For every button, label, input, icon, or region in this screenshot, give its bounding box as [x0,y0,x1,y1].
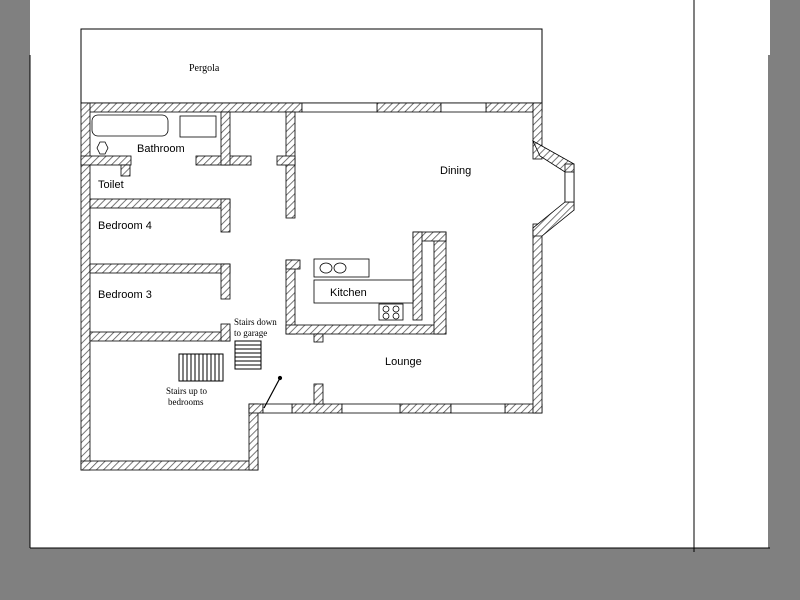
dining-label: Dining [440,165,471,177]
vanity [179,115,217,138]
kitchen-island [313,279,414,304]
toilet-label: Toilet [98,179,124,191]
stairs-up-label-line1: Stairs up to [166,386,208,396]
bathtub [91,114,169,137]
stairs-down-label-line2: to garage [234,328,267,338]
kitchen-label: Kitchen [330,287,367,299]
cooktop [378,303,404,321]
kitchen-fixtures [313,258,414,321]
sink-bowl-left [319,262,333,274]
shower-hexagon [96,141,109,155]
bedroom4-label: Bedroom 4 [98,220,152,232]
stairs-up-label-line2: bedrooms [168,397,204,407]
bedroom3-label: Bedroom 3 [98,289,152,301]
page-sheet [30,0,770,548]
stairs-up-to-bedrooms [178,353,224,382]
pergola-label: Pergola [189,63,220,74]
windows [262,102,575,414]
interior-walls [80,111,447,405]
sink-bowl-right [333,262,347,274]
bathroom-label: Bathroom [137,143,185,155]
stairs-down-to-garage [234,340,262,370]
door-swing [263,375,283,409]
stairs-down-label-line1: Stairs down [234,317,277,327]
bathroom-fixtures [91,114,217,155]
lounge-label: Lounge [385,356,422,368]
